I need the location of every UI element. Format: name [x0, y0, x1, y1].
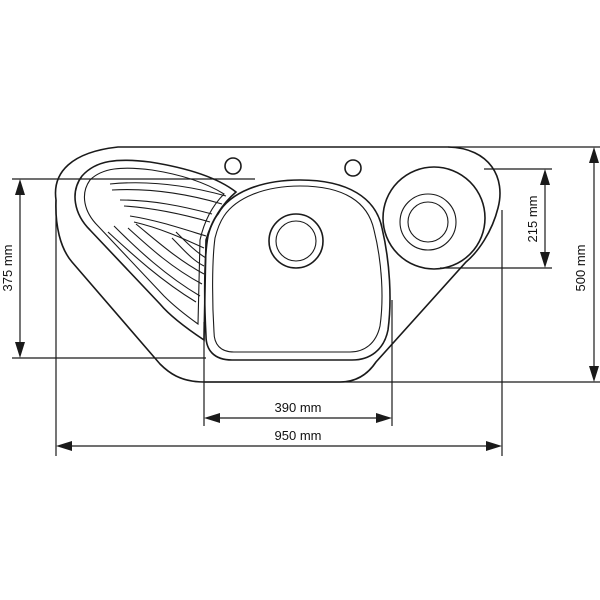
small-bowl-rim	[399, 193, 457, 251]
dimension-overall-width: 950 mm	[55, 200, 503, 456]
main-bowl-outer	[203, 179, 391, 361]
dimension-overall-depth: 500 mm	[204, 146, 600, 383]
sink-outer-outline	[54, 146, 501, 383]
small-bowl-drain	[407, 201, 449, 243]
dimension-label-390: 390 mm	[275, 400, 322, 415]
main-bowl-drain-inner	[275, 220, 317, 262]
dimension-small-bowl-diameter: 215 mm	[440, 168, 552, 269]
drainer-inner-outline	[83, 167, 225, 326]
drainer-grooves	[107, 182, 227, 303]
main-bowl-inner	[212, 185, 383, 353]
main-bowl-drain-outer	[268, 213, 324, 269]
tap-hole-right	[344, 159, 362, 177]
dimension-label-215: 215 mm	[525, 196, 540, 243]
dimension-drainer-depth: 375 mm	[0, 178, 255, 359]
dimension-bowl-width: 390 mm	[203, 300, 393, 426]
dimension-label-375: 375 mm	[0, 245, 15, 292]
tap-hole-left	[224, 157, 242, 175]
dimension-label-500: 500 mm	[573, 245, 588, 292]
dimension-label-950: 950 mm	[275, 428, 322, 443]
small-bowl-outer	[382, 166, 486, 270]
